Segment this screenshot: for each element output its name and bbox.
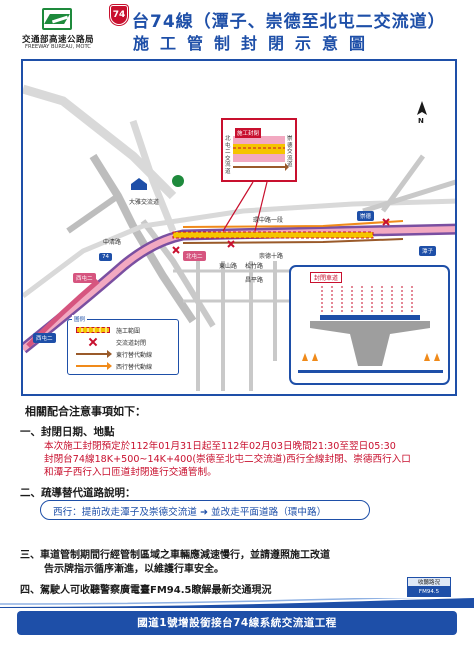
agency-name-en: FREEWAY BUREAU, MOTC — [25, 44, 91, 50]
inset-right-label: 崇德交流道 — [287, 136, 293, 168]
radio-label: 收聽路況 — [407, 577, 451, 587]
closure-inset: 施工封閉 北屯二交流道 崇德交流道 — [221, 118, 297, 182]
note3-line: 三、車道管制期間行經管制區域之車輛應減速慢行，並請遵照施工改道 — [20, 550, 330, 561]
legend-item: 西行替代動線 — [76, 362, 176, 371]
section-closed-label: 封閉車道 — [310, 272, 343, 283]
legend-label: 東行替代動線 — [116, 351, 153, 359]
badge-xitun2: 西屯二 — [73, 273, 96, 283]
note1-head: 一、封閉日期、地點 — [20, 426, 115, 438]
label-road-a: 東山路 — [219, 263, 238, 270]
page-subtitle: 施工管制封閉示意圖 — [133, 34, 377, 53]
label-dayu: 大雅交流道 — [129, 199, 160, 206]
label-road-e: 昌平路 — [245, 277, 264, 284]
work-zone — [172, 231, 374, 239]
inset-left-label: 北屯二交流道 — [225, 136, 231, 175]
north-letter: N — [418, 117, 424, 125]
map-legend: 圖例 施工範圍 交流道封閉 東行替代動線 西行替代動線 — [67, 315, 179, 375]
note4: 四、駕駛人可收聽警察廣電臺FM94.5瞭解最新交通現況 — [20, 585, 272, 596]
badge-tanzi: 潭子 — [419, 246, 437, 256]
route74-badge: 74 — [99, 253, 112, 261]
notes-title: 相關配合注意事項如下： — [25, 405, 146, 418]
note3-line: 告示牌指示循序漸進，以維護行車安全。 — [44, 564, 224, 575]
badge-chongde: 崇德 — [357, 211, 375, 221]
footer-stripe — [0, 598, 474, 608]
west-detour-box: 西行：提前改走潭子及崇德交流道 ➜ 並改走平面道路（環中路） — [40, 500, 370, 520]
north-arrow-icon — [417, 101, 427, 115]
traffic-map: 施工封閉 北屯二交流道 崇德交流道 N 大雅交流道 環中路一段 東山路 松竹路 … — [21, 59, 457, 396]
agency-name-cn: 交通部高速公路局 — [21, 35, 94, 45]
legend-label: 施工範圍 — [116, 327, 141, 335]
west-detour-text: 西行：提前改走潭子及崇德交流道 ➜ 並改走平面道路（環中路） — [53, 507, 327, 518]
closure-x-icon — [76, 339, 110, 345]
label-road1: 環中路一段 — [253, 217, 284, 224]
radio-badge: 收聽路況 FM94.5 — [407, 577, 451, 607]
freeway-bureau-logo-icon — [42, 8, 72, 30]
badge-beitun2: 北屯二 — [183, 251, 206, 261]
footer-banner: 國道1號增設銜接台74線系統交流道工程 — [17, 611, 457, 635]
badge-xitun: 西屯二 — [33, 333, 56, 343]
east-arrow-icon — [76, 350, 112, 358]
label-road-d: 中清路 — [103, 239, 122, 246]
note1-line: 本次施工封閉預定於112年01月31日起至112年02月03日晚間21:30至翌… — [44, 441, 396, 452]
legend-title: 圖例 — [72, 315, 88, 323]
legend-item: 東行替代動線 — [76, 350, 176, 359]
label-road-c: 崇德十路 — [259, 253, 284, 260]
work-zone-swatch-icon — [76, 327, 110, 333]
note1-line: 和潭子西行入口匝道封閉進行交通管制。 — [44, 467, 217, 478]
map-roads — [23, 84, 455, 391]
label-road-b: 松竹路 — [245, 263, 264, 270]
legend-label: 西行替代動線 — [116, 363, 153, 371]
legend-item: 施工範圍 — [76, 326, 176, 335]
page-title: 台74線（潭子、崇德至北屯二交流道） — [132, 12, 446, 32]
note1-line: 封閉台74線18K+500~14K+400(崇德至北屯二交流道)西行全線封閉、崇… — [44, 454, 411, 465]
route-shield-icon: 74 — [110, 5, 128, 25]
west-arrow-icon — [76, 362, 112, 370]
legend-item: 交流道封閉 — [76, 338, 176, 347]
legend-label: 交流道封閉 — [116, 339, 147, 347]
note2-head: 二、疏導替代道路說明： — [20, 487, 136, 499]
radio-freq: FM94.5 — [407, 587, 451, 597]
agency-logo: 交通部高速公路局 FREEWAY BUREAU, MOTC — [14, 8, 102, 50]
west-alt-route — [182, 220, 404, 228]
inset-closed-label: 施工封閉 — [235, 128, 262, 138]
